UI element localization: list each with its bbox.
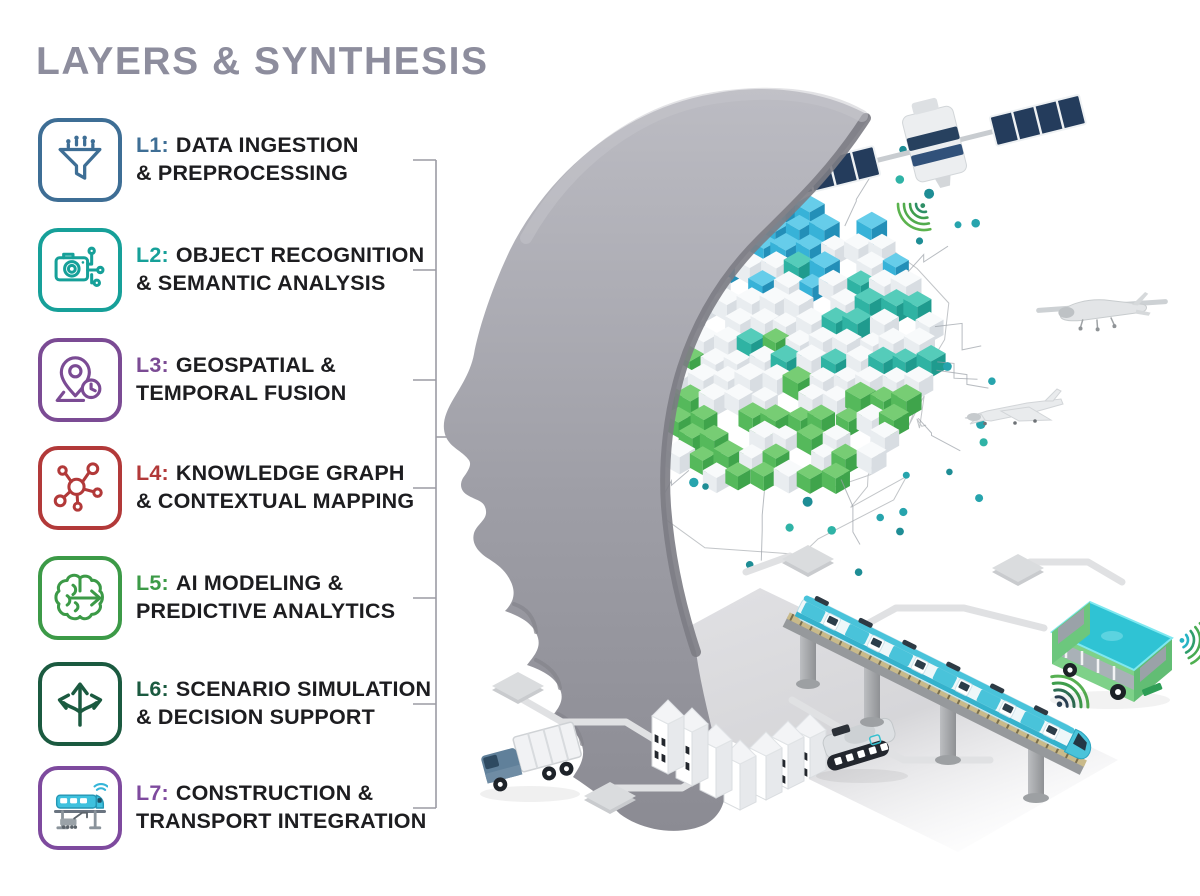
brain-arrow-icon [38, 556, 122, 640]
layer-label-line2: & PREPROCESSING [136, 161, 349, 185]
layer-label-line2: TEMPORAL FUSION [136, 381, 347, 405]
wifi-signal [1050, 674, 1090, 709]
layer-label-line1: KNOWLEDGE GRAPH [175, 461, 405, 486]
knowledge-graph-icon [38, 446, 122, 530]
branching-arrows-icon [38, 662, 122, 746]
layer-number: L4: [136, 461, 169, 486]
layer-label-line1: DATA INGESTION [175, 133, 359, 158]
layer-number: L5: [136, 571, 169, 596]
fighter-jet [964, 388, 1064, 426]
layer-label-line1: CONSTRUCTION & [175, 781, 374, 806]
layer-item-l2: L2:OBJECT RECOGNITION & SEMANTIC ANALYSI… [38, 228, 424, 312]
layer-number: L7: [136, 781, 169, 806]
layer-item-l5: L5:AI MODELING & PREDICTIVE ANALYTICS [38, 556, 395, 640]
layer-label-line2: TRANSPORT INTEGRATION [136, 809, 427, 833]
robotic-vehicle [816, 717, 908, 783]
monorail-train [794, 595, 1092, 760]
layer-number: L2: [136, 243, 169, 268]
wifi-signal [896, 202, 932, 232]
network-pads [492, 545, 1044, 814]
city-bus [1050, 600, 1200, 709]
layer-label-line1: AI MODELING & [175, 571, 344, 596]
layer-label-line2: & SEMANTIC ANALYSIS [136, 271, 386, 295]
layer-number: L3: [136, 353, 169, 378]
layer-label-line2: & CONTEXTUAL MAPPING [136, 489, 415, 513]
layer-item-l6: L6:SCENARIO SIMULATION & DECISION SUPPOR… [38, 662, 431, 746]
bracket-connector [413, 159, 476, 809]
cargo-truck [480, 721, 582, 802]
layer-number: L6: [136, 677, 169, 702]
human-head-profile [443, 87, 871, 831]
head-illustration [443, 87, 1200, 852]
layer-item-l3: L3:GEOSPATIAL & TEMPORAL FUSION [38, 338, 346, 422]
layer-label-line1: OBJECT RECOGNITION [175, 243, 425, 268]
monorail-bridge-icon [38, 766, 122, 850]
layer-item-l1: L1:DATA INGESTION & PREPROCESSING [38, 118, 359, 202]
layer-number: L1: [136, 133, 169, 158]
layer-item-l7: L7:CONSTRUCTION & TRANSPORT INTEGRATION [38, 766, 426, 850]
layer-label-line1: SCENARIO SIMULATION [175, 677, 432, 702]
camera-circuit-icon [38, 228, 122, 312]
page-title: LAYERS & SYNTHESIS [36, 40, 489, 83]
ground-floor [598, 588, 1118, 852]
layer-item-l4: L4:KNOWLEDGE GRAPH & CONTEXTUAL MAPPING [38, 446, 414, 530]
layer-label-line1: GEOSPATIAL & [175, 353, 336, 378]
map-pin-clock-icon [38, 338, 122, 422]
wifi-signal [1179, 621, 1200, 665]
layer-label-line2: & DECISION SUPPORT [136, 705, 375, 729]
funnel-icon [38, 118, 122, 202]
layer-label-line2: PREDICTIVE ANALYTICS [136, 599, 396, 623]
data-center-buildings [651, 699, 827, 811]
surveillance-drone [1036, 291, 1168, 332]
